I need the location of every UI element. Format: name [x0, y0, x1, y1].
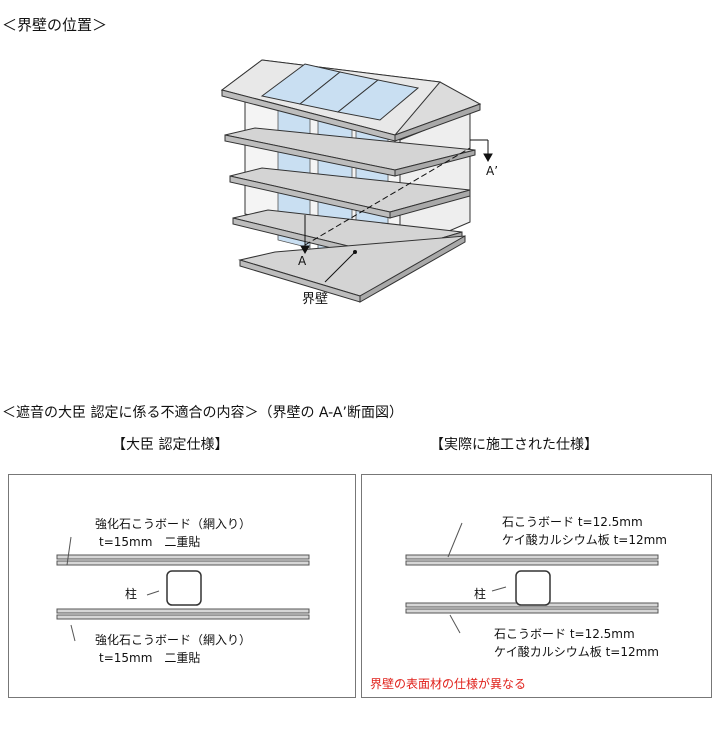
actual-column-label: 柱 [474, 587, 487, 601]
approved-section-drawing [56, 536, 310, 642]
approved-column-label: 柱 [125, 587, 138, 601]
approved-spec-panel: 強化石こうボード（網入り） t=15mm 二重貼 柱 強化石こうボード（網入り）… [8, 474, 356, 698]
approved-bottom-board-label: 強化石こうボード（網入り） [95, 633, 252, 647]
party-wall-label: 界壁 [302, 292, 329, 307]
column-square [515, 570, 551, 606]
section-label-a: A [298, 254, 307, 268]
approved-top-board-label: 強化石こうボード（網入り） [95, 517, 252, 531]
actual-top-board-label: 石こうボード t=12.5mm [502, 515, 643, 529]
actual-top-calcium-label: ケイ酸カルシウム板 t=12mm [502, 533, 667, 547]
wall-leader [324, 251, 356, 283]
approved-spec-heading: 【大臣 認定仕様】 [112, 437, 229, 453]
column-square [166, 570, 202, 606]
nonconformity-note: 界壁の表面材の仕様が異なる [370, 677, 527, 691]
building-illustration [220, 59, 493, 303]
actual-section-drawing [405, 522, 659, 634]
approved-top-board-thickness: t=15mm 二重貼 [99, 535, 201, 549]
section-heading: ＜遮音の大臣 認定に係る不適合の内容＞（界壁の A-A’断面図） [2, 405, 403, 421]
section-line [300, 139, 493, 255]
actual-spec-panel: 石こうボード t=12.5mm ケイ酸カルシウム板 t=12mm 柱 石こうボー… [361, 474, 712, 698]
approved-bottom-board-thickness: t=15mm 二重貼 [99, 651, 201, 665]
roof [220, 59, 482, 142]
location-heading: ＜界壁の位置＞ [2, 16, 108, 34]
actual-bottom-calcium-label: ケイ酸カルシウム板 t=12mm [494, 645, 659, 659]
actual-bottom-board-label: 石こうボード t=12.5mm [494, 627, 635, 641]
actual-spec-heading: 【実際に施工された仕様】 [430, 437, 598, 453]
section-label-a-prime: A’ [486, 164, 499, 178]
